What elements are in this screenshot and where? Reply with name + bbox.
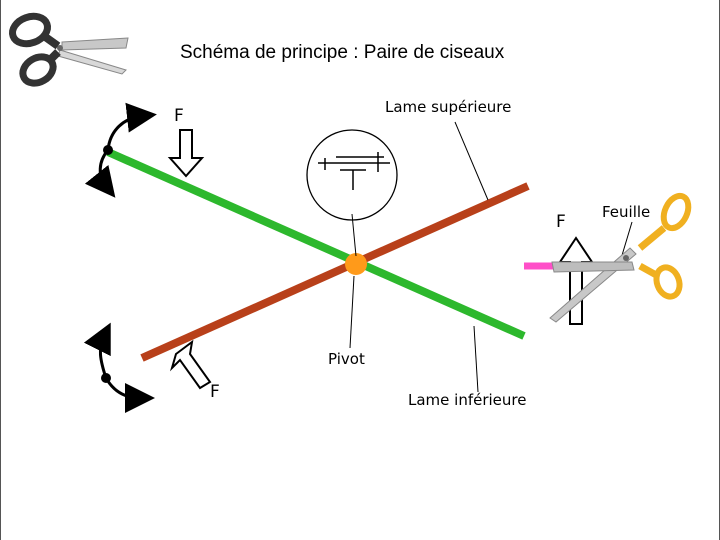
rotation-arrow-top-left-up: [106, 102, 157, 151]
lower-blade: [140, 182, 530, 362]
upper-blade-label: Lame supérieure: [385, 98, 512, 116]
force-label-top-left: F: [174, 106, 184, 126]
lower-blade-label: Lame inférieure: [408, 391, 527, 409]
left-frame-line: [0, 0, 1, 540]
pivot-label: Pivot: [328, 350, 365, 368]
pivot-point: [345, 253, 367, 275]
pivot-joint-symbol: [306, 129, 398, 257]
force-arrow-bottom-left: [169, 339, 212, 390]
upper-blade-leader: [454, 121, 489, 201]
force-label-bottom-left: F: [210, 382, 220, 402]
scissors-icon-right: [549, 192, 692, 323]
pivot-leader: [349, 275, 355, 349]
upper-blade: [106, 148, 526, 340]
force-label-right: F: [556, 212, 566, 232]
page-title: Schéma de principe : Paire de ciseaux: [180, 42, 505, 63]
rotation-arrow-bottom-left-up: [83, 322, 111, 379]
rotation-arrow-top-left-down: [84, 149, 116, 198]
sheet-label: Feuille: [602, 203, 651, 221]
scissors-icon-top-left: [9, 12, 129, 87]
rotation-arrow-bottom-left-down: [104, 377, 155, 413]
force-arrow-top-left: [167, 129, 205, 178]
lower-blade-leader: [473, 325, 479, 393]
